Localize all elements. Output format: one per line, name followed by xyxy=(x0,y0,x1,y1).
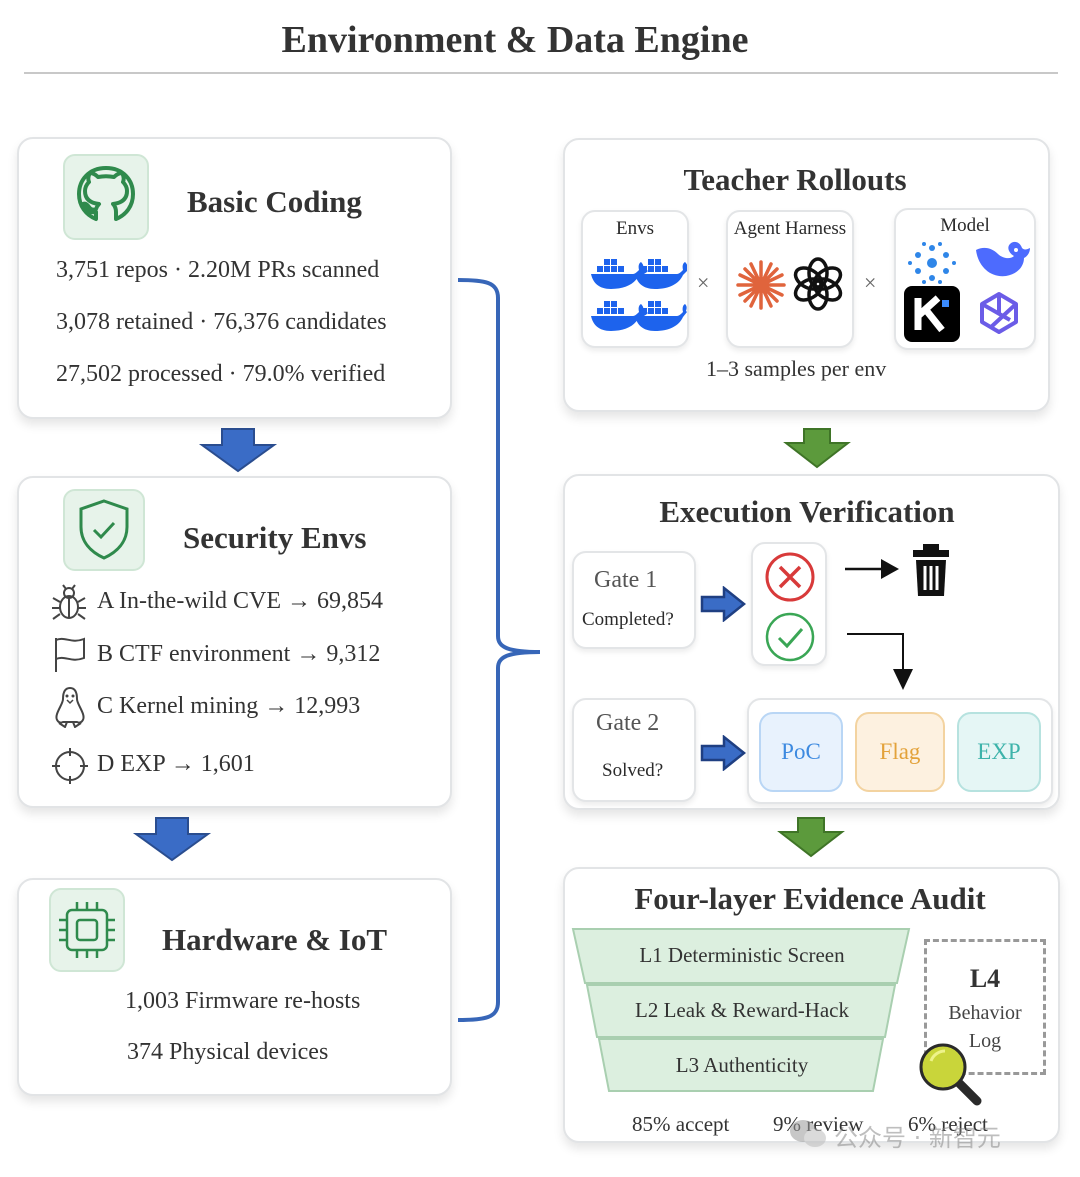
envs-label: Envs xyxy=(616,218,654,239)
evidence-audit-card: Four-layer Evidence Audit L1 Determinist… xyxy=(563,867,1060,1143)
security-item-b: B CTF environment → 9,312 xyxy=(97,641,381,667)
model-box: Model xyxy=(894,208,1036,350)
audit-tier-l3: L3 Authenticity xyxy=(675,1053,809,1077)
wechat-icon xyxy=(790,1120,826,1147)
security-item-c: C Kernel mining → 12,993 xyxy=(97,693,361,719)
magnifier-icon xyxy=(919,1043,982,1106)
title-underline xyxy=(24,72,1058,74)
basic-coding-line-2: 3,078 retained · 76,376 candidates xyxy=(56,309,387,335)
openai-icon xyxy=(793,257,843,311)
down-arrow-green-1 xyxy=(783,428,851,469)
linux-penguin-icon xyxy=(55,686,85,728)
deepseek-whale-icon xyxy=(976,241,1030,277)
to-trash-arrow xyxy=(845,559,899,579)
outcome-flag: Flag xyxy=(855,712,945,792)
envs-box: Envs xyxy=(581,210,689,348)
teacher-rollouts-title: Teacher Rollouts xyxy=(683,162,907,197)
trash-icon xyxy=(913,544,949,596)
l4-dashed-box: L4 Behavior Log xyxy=(924,939,1046,1075)
samples-per-env: 1–3 samples per env xyxy=(706,356,887,381)
security-envs-title: Security Envs xyxy=(183,520,367,555)
to-outcomes-arrow xyxy=(847,633,913,690)
execution-verification-title: Execution Verification xyxy=(659,494,955,529)
security-envs-card: Security Envs A In-the-wild CVE → 69,854… xyxy=(17,476,452,808)
gate-1-box: Gate 1 Completed? xyxy=(572,551,696,649)
outcome-exp: EXP xyxy=(957,712,1041,792)
github-icon xyxy=(63,154,149,240)
outcome-poc: PoC xyxy=(759,712,843,792)
audit-tier-l1: L1 Deterministic Screen xyxy=(639,943,845,967)
gate-1-question: Completed? xyxy=(582,609,674,630)
l4-text-2: Log xyxy=(968,1030,1002,1052)
basic-coding-line-1: 3,751 repos · 2.20M PRs scanned xyxy=(56,257,380,283)
agent-harness-box: Agent Harness xyxy=(726,210,854,348)
page-title: Environment & Data Engine xyxy=(281,19,749,61)
times-sign-1: × xyxy=(697,270,710,295)
down-arrow-green-2 xyxy=(777,817,845,858)
agent-harness-label: Agent Harness xyxy=(733,218,847,239)
stat-reject: 6% reject xyxy=(908,1112,988,1136)
basic-coding-card: Basic Coding 3,751 repos · 2.20M PRs sca… xyxy=(17,137,452,419)
down-arrow-blue-1 xyxy=(198,428,278,473)
gate-1-title: Gate 1 xyxy=(594,567,658,593)
security-item-a: A In-the-wild CVE → 69,854 xyxy=(97,588,383,614)
model-label: Model xyxy=(940,215,990,236)
flag-icon xyxy=(55,637,85,672)
chip-icon xyxy=(49,888,125,972)
kimi-icon xyxy=(904,286,960,342)
curly-brace xyxy=(457,278,541,1022)
down-arrow-blue-2 xyxy=(132,817,212,862)
watermark-text: 公众号 · 新智元 xyxy=(834,1124,1001,1152)
teacher-rollouts-card: Teacher Rollouts Envs × Agent Harness xyxy=(563,138,1050,412)
crosshair-icon xyxy=(52,748,88,784)
outcomes-box: PoC Flag EXP xyxy=(747,698,1053,804)
hardware-line-2: 374 Physical devices xyxy=(127,1039,329,1065)
gate-1-result-box xyxy=(751,542,827,666)
right-arrow-blue-1 xyxy=(700,586,746,622)
l4-title: L4 xyxy=(969,964,1001,993)
audit-tier-l2: L2 Leak & Reward-Hack xyxy=(635,998,849,1022)
bug-icon xyxy=(52,584,86,620)
reject-x-icon xyxy=(765,552,815,602)
basic-coding-line-3: 27,502 processed · 79.0% verified xyxy=(56,361,386,387)
accept-check-icon xyxy=(765,612,815,662)
hardware-line-1: 1,003 Firmware re-hosts xyxy=(125,988,361,1014)
basic-coding-title: Basic Coding xyxy=(187,184,362,219)
security-item-d: D EXP → 1,601 xyxy=(97,751,255,777)
right-arrow-blue-2 xyxy=(700,735,746,771)
grok-hex-icon xyxy=(980,292,1018,334)
gate-2-box: Gate 2 Solved? xyxy=(572,698,696,802)
hardware-iot-title: Hardware & IoT xyxy=(162,922,388,957)
times-sign-2: × xyxy=(864,270,877,295)
evidence-audit-title: Four-layer Evidence Audit xyxy=(634,881,986,916)
execution-verification-card: Execution Verification Gate 1 Completed?… xyxy=(563,474,1060,810)
gate-2-title: Gate 2 xyxy=(596,710,660,736)
claude-sparkle-icon xyxy=(736,260,786,310)
hardware-iot-card: Hardware & IoT 1,003 Firmware re-hosts 3… xyxy=(17,878,452,1096)
shield-check-icon xyxy=(63,489,145,571)
stat-accept: 85% accept xyxy=(632,1112,730,1136)
audit-funnel xyxy=(571,928,911,1092)
qwen-dots-icon xyxy=(908,242,956,284)
l4-text-1: Behavior xyxy=(948,1002,1022,1024)
gate-2-question: Solved? xyxy=(602,760,664,781)
docker-icon-group xyxy=(591,259,687,331)
